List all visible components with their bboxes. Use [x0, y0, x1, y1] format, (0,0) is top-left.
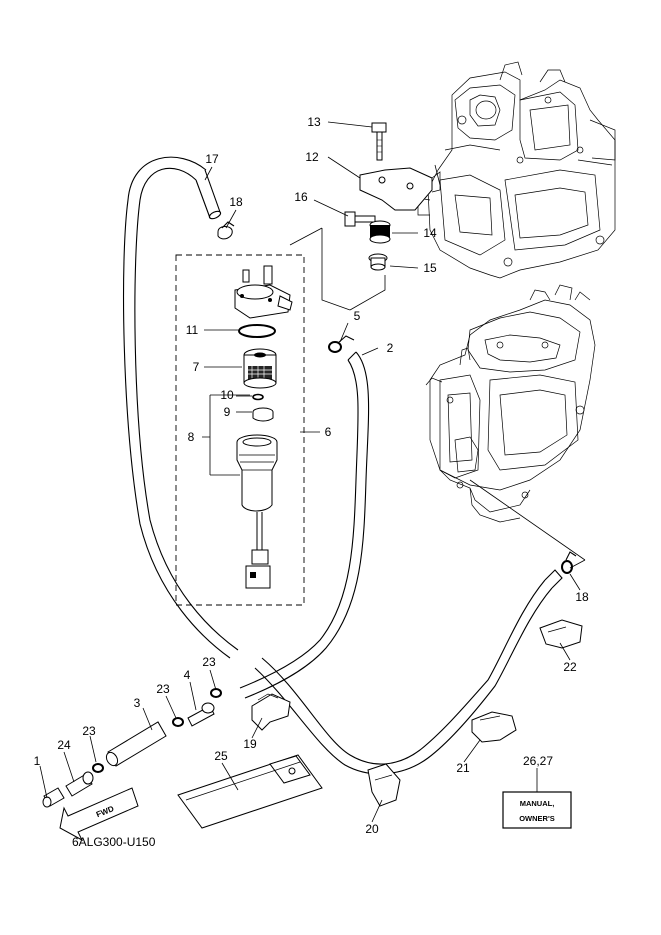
drawing-code: 6ALG300-U150	[72, 835, 156, 849]
bolt-16	[344, 211, 376, 227]
leader-lines	[289, 164, 586, 569]
holder-22	[539, 619, 583, 649]
manual-box-line1: MANUAL,	[520, 799, 555, 808]
part-label-24: 24	[57, 738, 71, 752]
part-label-11: 11	[186, 323, 199, 337]
part-label-10: 10	[220, 388, 234, 402]
filter-cup-8	[236, 434, 278, 589]
float-9	[252, 407, 274, 422]
clamp-18-lower	[561, 551, 577, 574]
part-label-1: 1	[34, 754, 41, 768]
bracket-12	[359, 167, 441, 211]
holder-20	[367, 763, 401, 807]
small-o-ring-10	[252, 393, 264, 401]
part-label-23-c: 23	[82, 724, 96, 738]
part-label-25: 25	[214, 749, 228, 763]
connector-24	[65, 771, 94, 797]
part-label-20: 20	[365, 822, 379, 836]
part-label-13: 13	[307, 115, 321, 129]
o-ring-11	[238, 324, 276, 338]
part-label-26-27: 26,27	[523, 754, 553, 768]
fuel-hose-right	[254, 569, 563, 775]
part-label-17: 17	[205, 152, 219, 166]
part-label-12: 12	[305, 150, 319, 164]
hose-3	[105, 721, 167, 767]
manual-box: MANUAL, OWNER'S	[502, 791, 572, 829]
part-label-14: 14	[423, 226, 437, 240]
plug-1	[42, 787, 65, 808]
clamp-23-c	[92, 763, 104, 773]
bag-25	[177, 754, 323, 829]
clamp-18-upper	[217, 221, 235, 240]
part-label-22: 22	[563, 660, 577, 674]
filter-element-7	[243, 348, 277, 389]
clamp-23-a	[210, 688, 222, 698]
holder-21	[471, 711, 517, 743]
fwd-arrow: FWD	[59, 787, 139, 842]
part-label-18-lower: 18	[575, 590, 589, 604]
holder-19	[251, 693, 291, 731]
part-label-15: 15	[423, 261, 437, 275]
part-label-5: 5	[354, 309, 361, 323]
clamp-23-b	[172, 717, 184, 727]
joint-4	[187, 702, 215, 727]
part-label-23-a: 23	[202, 655, 216, 669]
part-label-21: 21	[456, 761, 470, 775]
part-label-9: 9	[224, 405, 231, 419]
fuel-hose-17	[122, 156, 239, 659]
part-label-16: 16	[294, 190, 308, 204]
part-label-18-upper: 18	[229, 195, 243, 209]
part-label-19: 19	[243, 737, 257, 751]
filter-head	[234, 265, 293, 319]
part-labels: 1 2 3 4 5 6 7 8 9 10 11 12 13 14 15 16 1…	[34, 115, 589, 836]
part-label-3: 3	[134, 696, 141, 710]
part-label-23-b: 23	[156, 682, 170, 696]
fuel-hose-2	[239, 351, 370, 699]
collar-15	[368, 253, 388, 271]
engine-upper-illustration	[417, 61, 616, 279]
part-label-2: 2	[387, 341, 394, 355]
grommet-14	[369, 220, 391, 244]
engine-lower-illustration	[425, 284, 596, 523]
part-label-4: 4	[184, 668, 191, 682]
callout-leaders	[39, 121, 581, 823]
part-label-8: 8	[188, 430, 195, 444]
bolt-13	[371, 122, 387, 161]
part-label-7: 7	[193, 360, 200, 374]
filter-assembly-boundary	[175, 254, 305, 606]
manual-box-line2: OWNER'S	[519, 814, 555, 823]
part-label-6: 6	[325, 425, 332, 439]
